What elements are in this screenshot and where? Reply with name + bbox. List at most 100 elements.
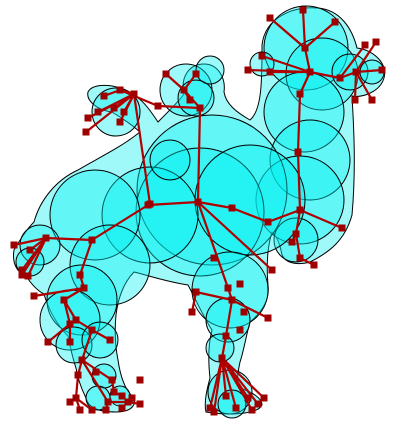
- skeleton-bone: [221, 357, 265, 399]
- skeleton-bone: [196, 201, 230, 289]
- skeleton-bone: [195, 290, 233, 302]
- skeleton-joint: [296, 206, 304, 214]
- skeleton-joint: [118, 392, 126, 400]
- skeleton-joint: [244, 394, 252, 402]
- skeleton-joint: [106, 336, 114, 344]
- skeleton-joint: [372, 38, 380, 46]
- skeleton-bone: [220, 335, 228, 359]
- skeleton-bone: [296, 151, 302, 211]
- skeleton-joint: [94, 108, 102, 116]
- skeleton-joint: [288, 238, 296, 246]
- skeleton-joint: [72, 316, 80, 324]
- skeleton-joint: [188, 308, 196, 316]
- skeleton-bone: [231, 206, 269, 224]
- skeleton-bone: [339, 44, 366, 79]
- skeleton-joint: [92, 368, 100, 376]
- medial-sphere: [177, 79, 215, 117]
- skeleton-joint: [306, 68, 314, 76]
- skeleton-bone: [231, 299, 269, 319]
- skeleton-bone: [81, 359, 109, 403]
- skeleton-joint: [378, 66, 386, 74]
- skeleton-joint: [338, 224, 346, 232]
- skeleton-joint: [26, 246, 34, 254]
- skeleton-joint: [240, 308, 248, 316]
- skeleton-joint: [80, 284, 88, 292]
- skeleton-joint: [84, 114, 92, 122]
- skeleton-joint: [264, 218, 272, 226]
- medial-sphere: [195, 55, 225, 85]
- skeleton-joint: [186, 96, 194, 104]
- skeleton-joint: [228, 296, 236, 304]
- skeleton-bone: [298, 71, 312, 95]
- skeleton-joint: [248, 406, 256, 414]
- skeleton-joint: [222, 392, 230, 400]
- skeleton-joint: [206, 404, 214, 412]
- skeleton-bone: [269, 17, 306, 49]
- skeleton-joint: [76, 271, 84, 279]
- medial-sphere: [269, 119, 351, 201]
- skeleton-bone: [267, 208, 301, 224]
- skeleton-bone: [296, 93, 302, 153]
- skeleton-bone: [294, 209, 302, 235]
- skeleton-joint: [108, 376, 116, 384]
- skeleton-bone: [303, 47, 312, 73]
- skeleton-bone: [196, 107, 202, 203]
- skeleton-joint: [268, 266, 276, 274]
- skeleton-joint: [292, 230, 300, 238]
- skeleton-bone: [212, 357, 224, 413]
- skeleton-bone: [221, 357, 259, 405]
- skeleton-joint: [260, 394, 268, 402]
- skeleton-bone: [301, 9, 307, 49]
- skeleton-joint: [66, 320, 74, 328]
- skeleton-bone: [45, 236, 93, 242]
- skeleton-joint: [351, 96, 359, 104]
- skeleton-joint: [118, 404, 126, 412]
- skeleton-joint: [236, 280, 244, 288]
- skeleton-joint: [100, 92, 108, 100]
- skeleton-joint: [296, 90, 304, 98]
- skeleton-joint: [296, 254, 304, 262]
- skeleton-joint: [192, 288, 200, 296]
- skeleton-bone: [224, 299, 234, 337]
- skeleton-joint: [228, 204, 236, 212]
- skeleton-joint: [78, 356, 86, 364]
- skeleton-joint: [116, 118, 124, 126]
- skeleton-bone: [355, 71, 373, 101]
- skeleton-bone: [304, 21, 336, 49]
- skeleton-bone: [85, 93, 135, 133]
- skeleton-joint: [136, 376, 144, 384]
- skeleton-joint: [136, 400, 144, 408]
- skeleton-joint: [210, 408, 218, 416]
- medial-spheres-layer: [15, 5, 385, 419]
- skeleton-joint: [154, 102, 162, 110]
- skeleton-joint: [266, 68, 274, 76]
- skeleton-bone: [353, 71, 358, 101]
- skeleton-joint: [82, 128, 90, 136]
- skeleton-joint: [44, 338, 52, 346]
- skeleton-joint: [76, 406, 84, 414]
- skeleton-joint: [264, 314, 272, 322]
- skeleton-joint: [72, 394, 80, 402]
- skeleton-bone: [355, 41, 377, 73]
- skeleton-joint: [368, 96, 376, 104]
- skeleton-bone: [355, 68, 383, 74]
- skeleton-joint: [310, 261, 318, 269]
- skeleton-joint: [110, 104, 118, 112]
- skeleton-joint: [192, 70, 200, 78]
- skeleton-joint: [352, 68, 360, 76]
- skeleton-joint: [88, 326, 96, 334]
- skeleton-joint: [218, 354, 226, 362]
- skeleton-joint: [224, 284, 232, 292]
- medial-sphere: [149, 139, 191, 181]
- skeleton-joint: [60, 296, 68, 304]
- skeleton-joint: [194, 198, 202, 206]
- skeleton-joint: [146, 200, 154, 208]
- skeleton-bone: [309, 70, 341, 80]
- skeleton-joint: [124, 398, 132, 406]
- skeleton-joint: [102, 406, 110, 414]
- skeleton-bone: [80, 329, 94, 361]
- skeleton-joints-layer: [10, 6, 386, 416]
- skeleton-joint: [331, 18, 339, 26]
